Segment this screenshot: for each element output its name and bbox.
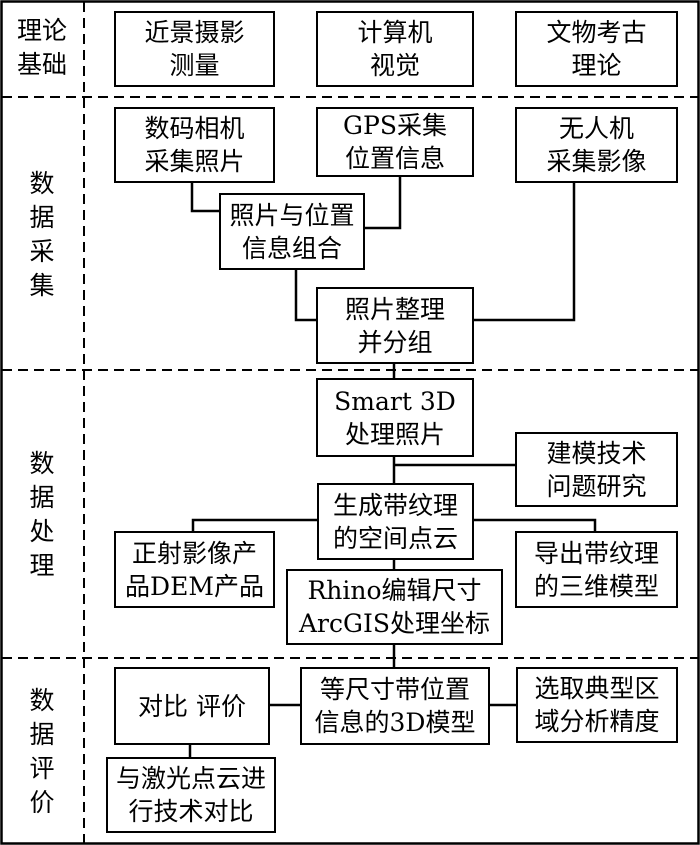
node-computer-vision: 计算机 视觉 bbox=[316, 11, 474, 87]
connector-pointcloud-export bbox=[474, 518, 597, 531]
section-label-evaluation: 数据评价 bbox=[29, 686, 55, 817]
node-rhino-arcgis: Rhino编辑尺寸 ArcGIS处理坐标 bbox=[286, 569, 503, 645]
node-laser-compare: 与激光点云进 行技术对比 bbox=[106, 757, 276, 833]
node-gps: GPS采集 位置信息 bbox=[316, 107, 474, 177]
section-label-collection: 数据采集 bbox=[29, 169, 55, 300]
section-label-processing: 数据处理 bbox=[29, 449, 55, 580]
node-point-cloud: 生成带纹理 的空间点云 bbox=[317, 483, 474, 560]
node-photo-organize: 照片整理 并分组 bbox=[316, 287, 474, 364]
connector-gps-combine bbox=[363, 175, 402, 230]
node-smart3d: Smart 3D 处理照片 bbox=[316, 378, 474, 457]
node-uav: 无人机 采集影像 bbox=[515, 107, 678, 183]
connector-camera-combine bbox=[190, 181, 219, 213]
node-photo-location-combine: 照片与位置 信息组合 bbox=[219, 193, 365, 270]
connector-combine-organize bbox=[294, 268, 316, 322]
node-comparison-eval: 对比 评价 bbox=[114, 667, 270, 745]
node-modeling-research: 建模技术 问题研究 bbox=[515, 432, 678, 507]
node-ortho-dem: 正射影像产 品DEM产品 bbox=[114, 531, 275, 608]
node-scaled-3d-model: 等尺寸带位置 信息的3D模型 bbox=[300, 667, 490, 745]
node-export-model: 导出带纹理 的三维模型 bbox=[515, 531, 678, 608]
node-archaeology-theory: 文物考古 理论 bbox=[515, 11, 678, 87]
node-digital-camera: 数码相机 采集照片 bbox=[114, 107, 275, 183]
connector-uav-organize bbox=[474, 181, 576, 322]
connector-pointcloud-ortho bbox=[191, 518, 317, 531]
section-label-theory: 理论 基础 bbox=[16, 16, 67, 79]
node-close-range-photogrammetry: 近景摄影 测量 bbox=[114, 11, 275, 87]
node-typical-area: 选取典型区 域分析精度 bbox=[516, 667, 678, 743]
